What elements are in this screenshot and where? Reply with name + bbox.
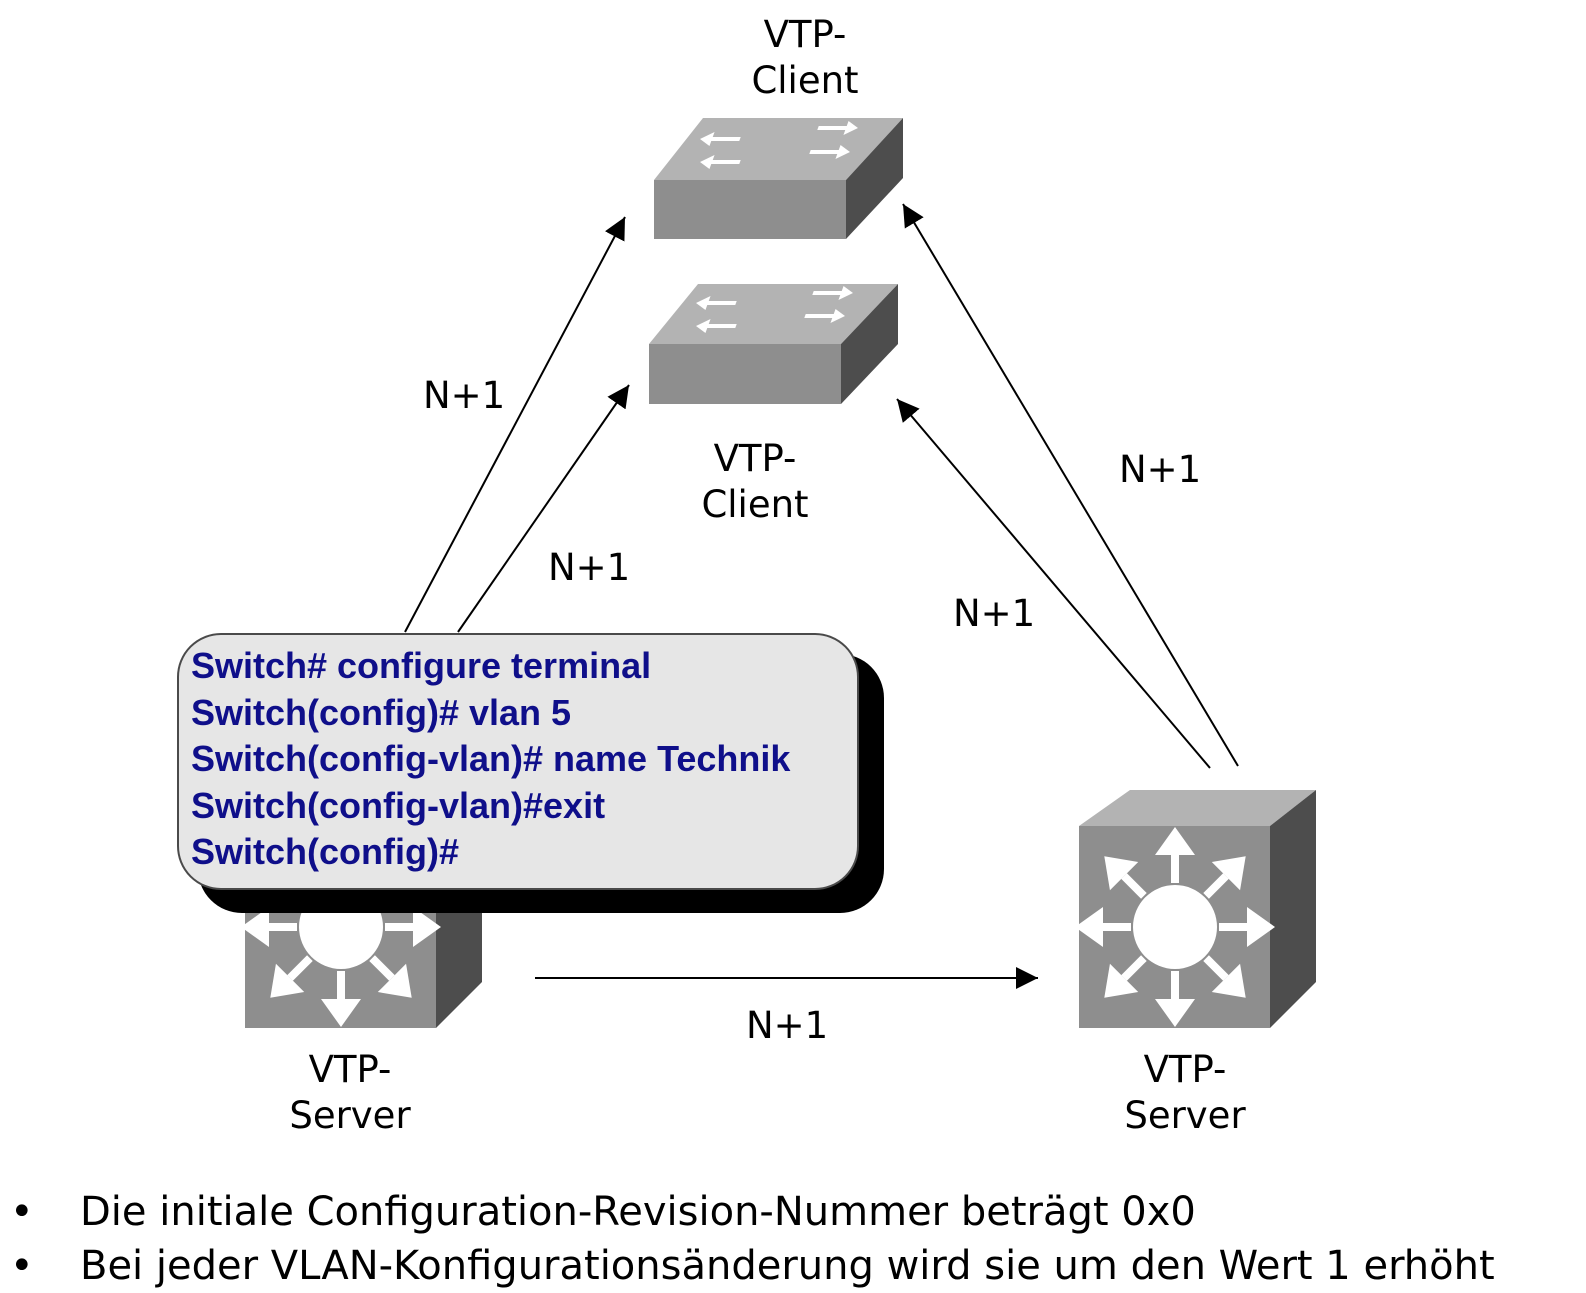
node-label-line: VTP- (308, 1048, 392, 1091)
node-label-line: Server (1124, 1094, 1246, 1137)
edge-label-left-top: N+1 (423, 374, 506, 417)
bullet-item: • Bei jeder VLAN-Konfigurationsänderung … (0, 1239, 1586, 1293)
node-label-server-left: VTP- Server (250, 1047, 450, 1139)
bullet-dot-icon: • (10, 1243, 34, 1289)
edge-label-left-middle: N+1 (548, 546, 631, 589)
edge-label-server-server: N+1 (746, 1004, 829, 1047)
arrow-left-server-to-top-client (404, 216, 626, 633)
node-label-line: VTP- (713, 437, 797, 480)
cli-callout: Switch# configure terminal Switch(config… (177, 633, 859, 890)
cli-line: Switch(config-vlan)# name Technik (191, 738, 791, 779)
node-label-line: Server (289, 1094, 411, 1137)
cli-line: Switch(config)# (191, 831, 459, 872)
bullet-dot-icon: • (10, 1189, 34, 1235)
node-label-line: Client (751, 59, 859, 102)
workgroup-switch-icon (654, 118, 903, 239)
edge-label-right-middle: N+1 (953, 592, 1036, 635)
workgroup-switch-icon (649, 284, 898, 404)
node-label-server-right: VTP- Server (1085, 1047, 1285, 1139)
multilayer-switch-icon (1075, 790, 1316, 1028)
cli-line: Switch# configure terminal (191, 645, 652, 686)
arrow-left-server-to-middle-client (457, 384, 630, 633)
arrow-right-server-to-top-client (902, 203, 1239, 767)
bullet-text: Die initiale Configuration-Revision-Numm… (80, 1189, 1196, 1235)
bullet-item: • Die initiale Configuration-Revision-Nu… (0, 1185, 1586, 1239)
edge-label-right-top: N+1 (1119, 448, 1202, 491)
arrow-right-server-to-middle-client (896, 398, 1211, 769)
node-label-client-top: VTP- Client (710, 12, 900, 104)
node-label-line: VTP- (763, 13, 847, 56)
node-label-client-middle: VTP- Client (660, 436, 850, 528)
node-label-line: VTP- (1143, 1048, 1227, 1091)
bullet-list: • Die initiale Configuration-Revision-Nu… (0, 1185, 1586, 1293)
cli-line: Switch(config-vlan)#exit (191, 784, 606, 826)
node-label-line: Client (701, 483, 809, 526)
cli-line: Switch(config)# vlan 5 (191, 691, 572, 733)
bullet-text: Bei jeder VLAN-Konfigurationsänderung wi… (80, 1243, 1495, 1289)
